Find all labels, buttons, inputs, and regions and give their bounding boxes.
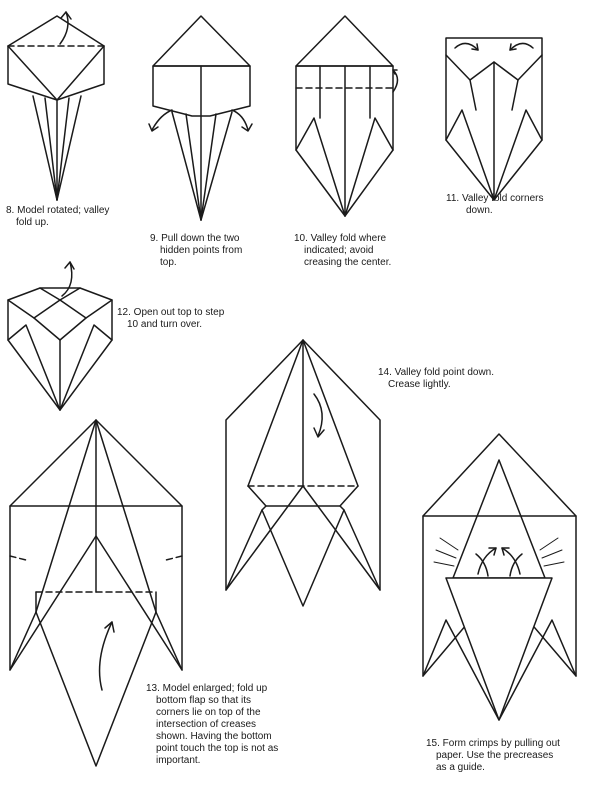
- step-14-line-1: 14. Valley fold point down.: [378, 367, 495, 378]
- pull-down-left-arrow: [151, 109, 173, 131]
- step-11-line-2: down.: [466, 205, 493, 216]
- step-13-line-3: corners lie on top of the: [156, 707, 261, 718]
- step-10-diagram: [295, 15, 399, 217]
- step-8-diagram: [7, 11, 105, 201]
- step-13-line-6: point touch the top is not as: [156, 743, 279, 754]
- step-9-diagram: [148, 15, 253, 221]
- step-15-caption: 15. Form crimps by pulling out paper. Us…: [426, 738, 600, 774]
- step-15-diagram: [422, 433, 577, 721]
- step-13-line-4: intersection of creases: [156, 719, 257, 730]
- fold-corner-left-arrow: [454, 42, 479, 51]
- step-15-line-1: 15. Form crimps by pulling out: [426, 738, 560, 749]
- step-9-line-2: hidden points from: [160, 245, 243, 256]
- step-9-line-1: 9. Pull down the two: [150, 233, 240, 244]
- step-12-diagram: [7, 261, 113, 411]
- step-14-caption: 14. Valley fold point down. Crease light…: [378, 367, 548, 391]
- step-13-diagram: [9, 419, 183, 767]
- step-14-diagram: [225, 339, 381, 607]
- step-11-diagram: [445, 37, 543, 201]
- open-out-arrow: [61, 261, 73, 297]
- step-9-line-3: top.: [160, 257, 177, 268]
- valley-fold-down-arrow: [313, 393, 323, 437]
- step-10-line-1: 10. Valley fold where: [294, 233, 387, 244]
- step-12-line-2: 10 and turn over.: [127, 319, 203, 330]
- step-10-caption: 10. Valley fold where indicated; avoid c…: [294, 233, 444, 269]
- step-10-line-3: creasing the center.: [304, 257, 392, 268]
- step-13-line-2: bottom flap so that its: [156, 695, 252, 706]
- step-8-line-1: 8. Model rotated; valley: [6, 205, 110, 216]
- pull-down-right-arrow: [231, 109, 249, 131]
- step-9-caption: 9. Pull down the two hidden points from …: [150, 233, 280, 269]
- step-8-line-2: fold up.: [16, 217, 49, 228]
- step-12-caption: 12. Open out top to step 10 and turn ove…: [117, 307, 277, 331]
- valley-fold-up-arrow: [59, 11, 69, 45]
- fold-corner-right-arrow: [509, 42, 534, 51]
- step-13-line-5: shown. Having the bottom: [156, 731, 272, 742]
- step-13-line-1: 13. Model enlarged; fold up: [146, 683, 268, 694]
- step-10-line-2: indicated; avoid: [304, 245, 374, 256]
- step-11-line-1: 11. Valley fold corners: [446, 193, 544, 204]
- step-13-caption: 13. Model enlarged; fold up bottom flap …: [146, 683, 316, 767]
- step-13-line-7: important.: [156, 755, 201, 766]
- crimp-arrows: [475, 547, 523, 577]
- step-12-line-1: 12. Open out top to step: [117, 307, 225, 318]
- step-11-caption: 11. Valley fold corners down.: [446, 193, 596, 217]
- step-14-line-2: Crease lightly.: [388, 379, 451, 390]
- step-15-line-3: as a guide.: [436, 762, 485, 773]
- fold-up-arrow: [98, 621, 113, 691]
- step-8-caption: 8. Model rotated; valley fold up.: [6, 205, 146, 229]
- step-15-line-2: paper. Use the precreases: [436, 750, 554, 761]
